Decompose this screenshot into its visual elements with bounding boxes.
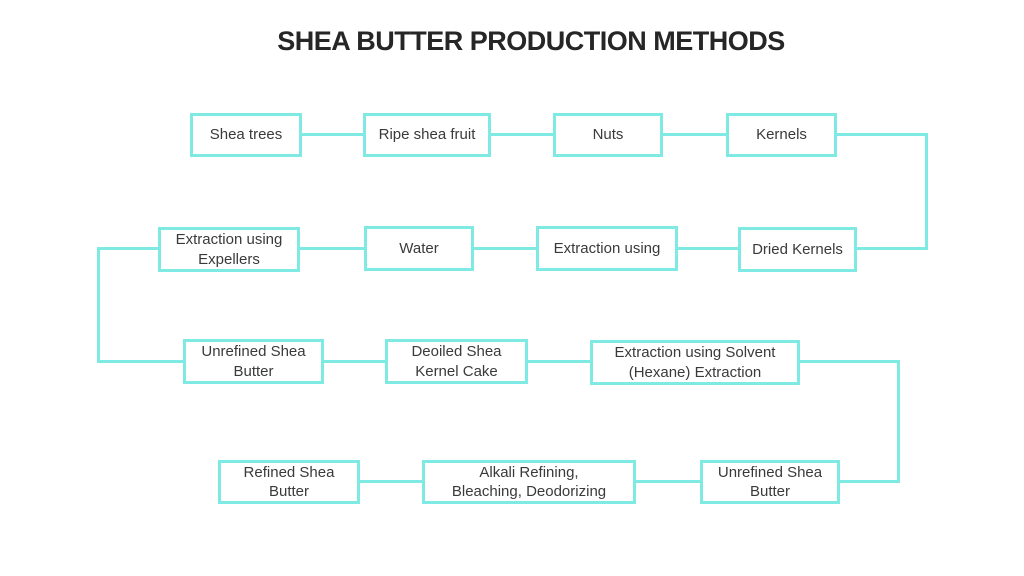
node-unrefined-shea-butter-solvent: Unrefined Shea Butter <box>700 460 840 504</box>
connector-expellers-to-water <box>300 247 364 250</box>
node-alkali-refining-bleaching-deodorizing: Alkali Refining, Bleaching, Deodorizing <box>422 460 636 504</box>
connector-kernels-elbow-to-dried-kernels <box>857 247 928 250</box>
node-extraction-using-expellers: Extraction using Expellers <box>158 227 300 272</box>
node-ripe-shea-fruit: Ripe shea fruit <box>363 113 491 157</box>
connector-solvent-elbow-vertical <box>897 360 900 483</box>
connector-water-to-extraction-using <box>474 247 536 250</box>
connector-expellers-elbow-top <box>97 247 158 250</box>
node-refined-shea-butter: Refined Shea Butter <box>218 460 360 504</box>
connector-solvent-elbow-top <box>800 360 900 363</box>
node-dried-kernels: Dried Kernels <box>738 227 857 272</box>
connector-deoiled-to-solvent <box>528 360 590 363</box>
connector-alkali-to-unrefined <box>636 480 700 483</box>
node-unrefined-shea-butter-expeller: Unrefined Shea Butter <box>183 339 324 384</box>
diagram-title: SHEA BUTTER PRODUCTION METHODS <box>277 26 785 56</box>
connector-extraction-using-to-dried-kernels <box>678 247 738 250</box>
connector-expellers-elbow-vertical <box>97 247 100 363</box>
node-extraction-using: Extraction using <box>536 226 678 271</box>
node-kernels: Kernels <box>726 113 837 157</box>
node-shea-trees: Shea trees <box>190 113 302 157</box>
node-nuts: Nuts <box>553 113 663 157</box>
connector-solvent-elbow-to-unrefined <box>840 480 900 483</box>
node-water: Water <box>364 226 474 271</box>
connector-unrefined-to-deoiled <box>324 360 385 363</box>
connector-shea-trees-to-ripe-shea-fruit <box>302 133 363 136</box>
connector-ripe-shea-fruit-to-nuts <box>491 133 553 136</box>
connector-kernels-elbow-vertical <box>925 133 928 250</box>
node-deoiled-shea-kernel-cake: Deoiled Shea Kernel Cake <box>385 339 528 384</box>
connector-nuts-to-kernels <box>663 133 726 136</box>
connector-kernels-elbow-top <box>837 133 928 136</box>
node-extraction-using-solvent: Extraction using Solvent (Hexane) Extrac… <box>590 340 800 385</box>
connector-expellers-elbow-to-unrefined <box>97 360 184 363</box>
connector-refined-to-alkali <box>360 480 422 483</box>
